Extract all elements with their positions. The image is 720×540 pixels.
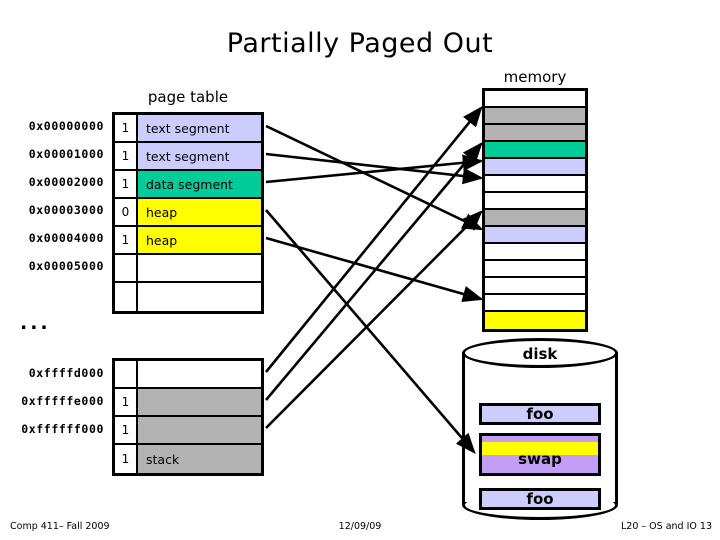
memory-frame	[485, 142, 585, 159]
valid-bit-cell: 1	[115, 417, 138, 443]
swap-yellow-band	[482, 442, 598, 455]
address-label: 0xffffd000	[28, 366, 104, 380]
segment-cell	[138, 255, 261, 281]
memory-frame	[485, 159, 585, 176]
disk-label: disk	[522, 345, 558, 363]
footer-left: Comp 411– Fall 2009	[10, 521, 110, 532]
segment-cell: data segment	[138, 171, 261, 197]
disk-block-label: swap	[518, 450, 562, 468]
page-table-row	[115, 255, 261, 283]
memory-frame	[485, 227, 585, 244]
disk-block-label: foo	[526, 405, 554, 423]
page-table-row: 1	[115, 417, 261, 445]
memory-frame	[485, 278, 585, 295]
footer-right: L20 – OS and IO 13	[621, 521, 712, 532]
memory-frame	[485, 108, 585, 125]
memory-label: memory	[503, 68, 567, 86]
memory-column	[482, 88, 588, 332]
address-label: 0xffffff000	[21, 422, 104, 436]
address-label: 0x00003000	[28, 203, 104, 217]
address-label: 0x00001000	[28, 147, 104, 161]
memory-frame	[485, 312, 585, 329]
memory-frame	[485, 295, 585, 312]
valid-bit-cell	[115, 255, 138, 281]
memory-frame	[485, 193, 585, 210]
segment-cell: stack	[138, 445, 261, 473]
address-label: 0x00004000	[28, 231, 104, 245]
ellipsis-marker: ...	[20, 312, 51, 334]
valid-bit-cell: 1	[115, 389, 138, 415]
segment-cell	[138, 283, 261, 311]
address-label: 0x00000000	[28, 119, 104, 133]
segment-cell: text segment	[138, 143, 261, 169]
page-table-row	[115, 361, 261, 389]
page-title: Partially Paged Out	[226, 28, 494, 59]
valid-bit-cell: 1	[115, 171, 138, 197]
page-table-label: page table	[147, 88, 229, 106]
memory-frame	[485, 261, 585, 278]
address-label: 0xfffffe000	[21, 394, 104, 408]
disk-block-label: foo	[526, 490, 554, 508]
valid-bit-cell: 1	[115, 227, 138, 253]
memory-frame	[485, 91, 585, 108]
disk-top-ellipse	[462, 338, 618, 368]
footer-center: 12/09/09	[338, 521, 382, 532]
segment-cell: heap	[138, 199, 261, 225]
segment-cell: text segment	[138, 115, 261, 141]
page-table-row: 1	[115, 389, 261, 417]
memory-frame	[485, 210, 585, 227]
memory-frame	[485, 244, 585, 261]
segment-cell	[138, 417, 261, 443]
page-table-row	[115, 283, 261, 311]
valid-bit-cell: 1	[115, 143, 138, 169]
disk-block-foo-2: foo	[479, 488, 601, 510]
valid-bit-cell	[115, 361, 138, 387]
valid-bit-cell	[115, 283, 138, 311]
segment-cell: heap	[138, 227, 261, 253]
memory-frame	[485, 176, 585, 193]
disk-body	[462, 352, 618, 504]
disk-block-swap: swap	[479, 433, 601, 476]
memory-frame	[485, 125, 585, 142]
valid-bit-cell: 1	[115, 445, 138, 473]
disk-cylinder: foo swap foo	[462, 338, 618, 520]
segment-cell	[138, 361, 261, 387]
address-label: 0x00002000	[28, 175, 104, 189]
valid-bit-cell: 0	[115, 199, 138, 225]
valid-bit-cell: 1	[115, 115, 138, 141]
segment-cell	[138, 389, 261, 415]
disk-block-foo-1: foo	[479, 403, 601, 425]
address-label: 0x00005000	[28, 259, 104, 273]
